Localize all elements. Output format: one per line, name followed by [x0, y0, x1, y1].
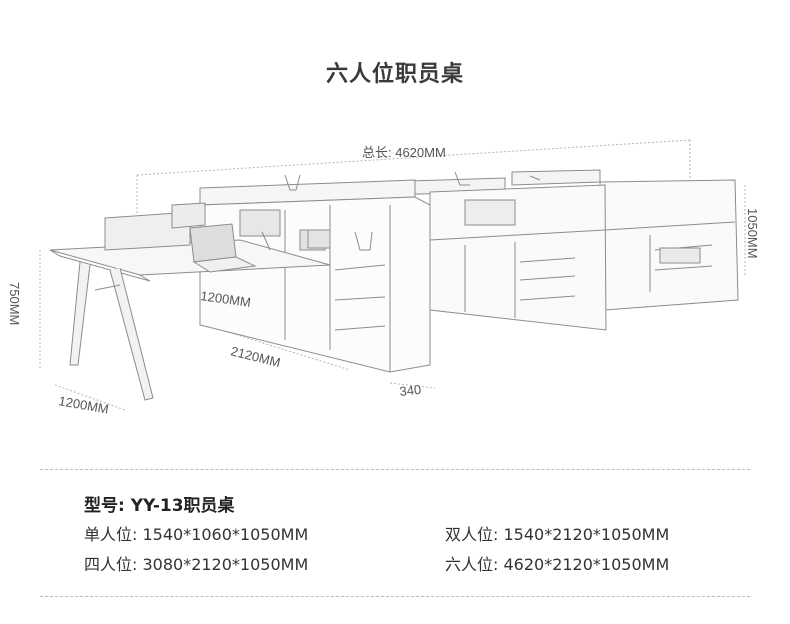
page-title: 六人位职员桌 [325, 62, 464, 87]
total-length-label: 总长: 4620MM [362, 145, 446, 160]
spec-single: 单人位: 1540*1060*1050MM [84, 525, 309, 544]
model-label: 型号: YY-13职员桌 [84, 496, 235, 516]
desk-width-label: 1200MM [200, 288, 252, 310]
span-width-label: 2120MM [229, 343, 282, 370]
spec-four: 四人位: 3080*2120*1050MM [84, 555, 309, 574]
cabinet-depth-label: 340 [399, 382, 422, 399]
desk-height-label: 750MM [7, 282, 22, 325]
spec-six: 六人位: 4620*2120*1050MM [445, 555, 670, 574]
desk-depth-label: 1200MM [57, 393, 109, 417]
top-divider [40, 469, 750, 470]
desk-illustration: 总长: 4620MM 750MM 1050MM 1200MM 1200MM 21… [7, 139, 760, 417]
cabinet-height-label: 1050MM [745, 208, 760, 259]
bottom-divider [40, 596, 750, 597]
spec-double: 双人位: 1540*2120*1050MM [445, 525, 670, 544]
